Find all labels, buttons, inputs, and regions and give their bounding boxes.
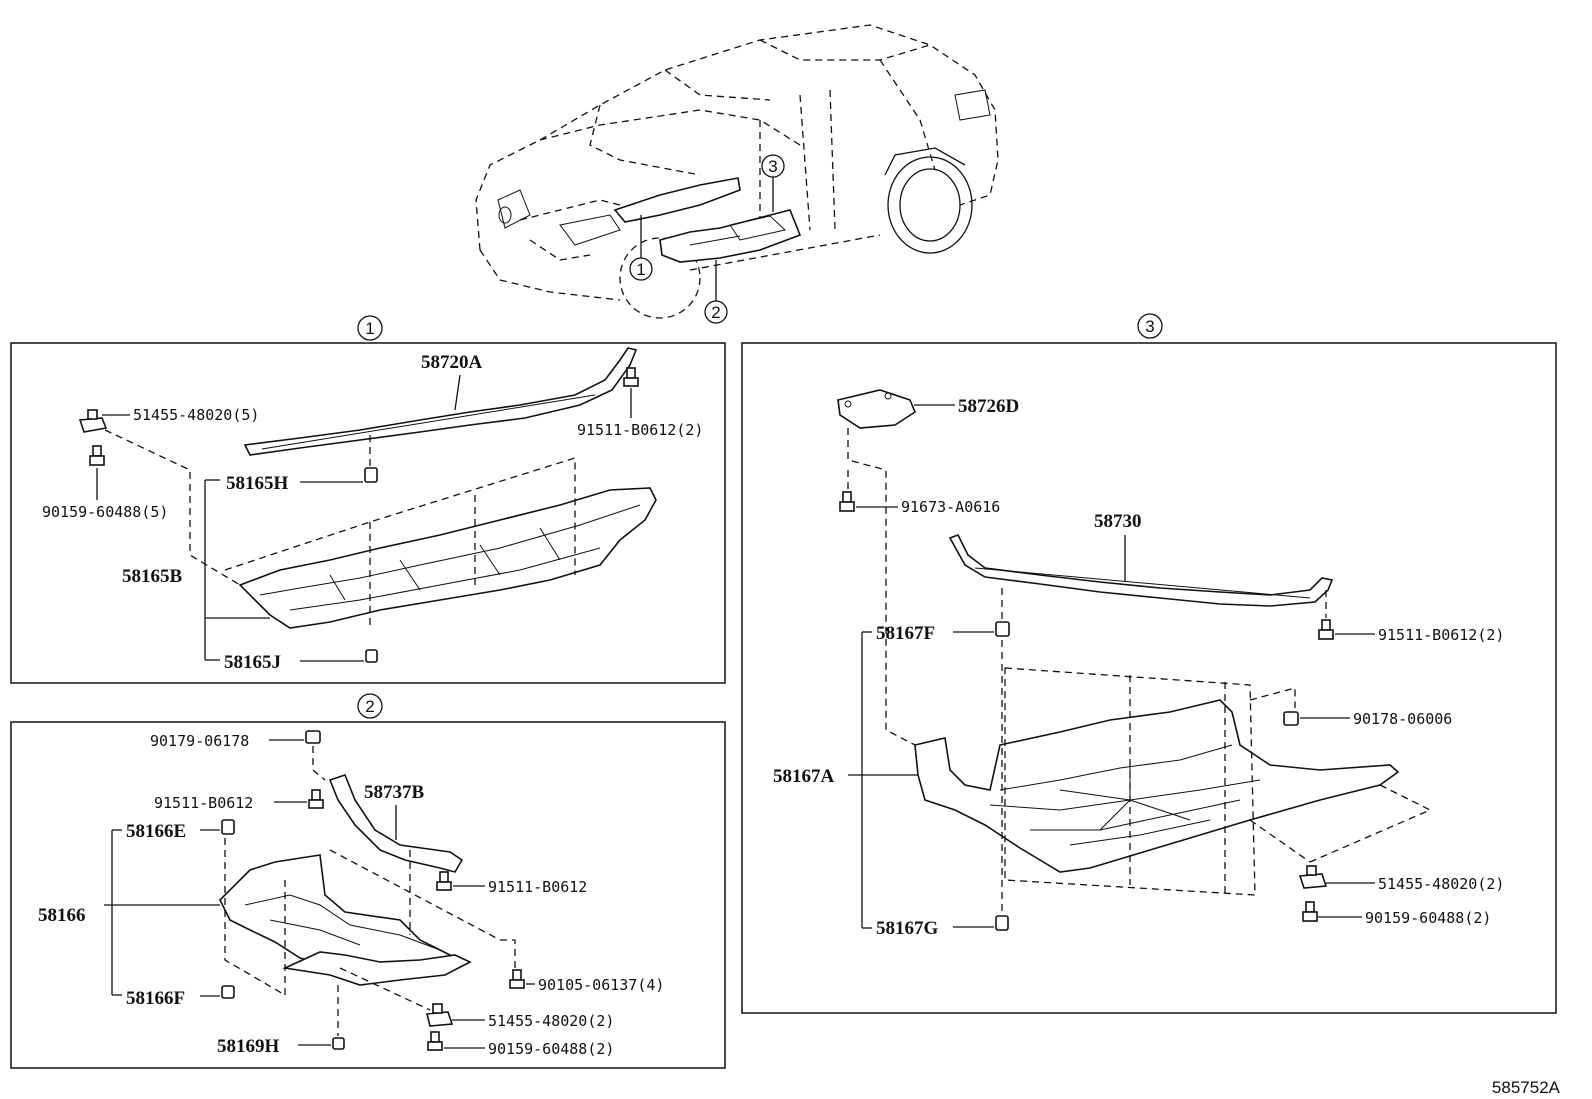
- panel-2-marker-label: 2: [365, 697, 374, 716]
- label-58730: 58730: [1094, 511, 1142, 532]
- bolt-91511-B0612-p3: [1318, 619, 1334, 640]
- label-51455-48020-2-p3: 51455-48020(2): [1378, 875, 1504, 893]
- nut-90179-06178: [305, 730, 321, 744]
- overview-callout-3: 3: [761, 154, 785, 212]
- grommet-58165J: [365, 649, 378, 663]
- clip-58166F: [221, 985, 235, 999]
- grommet-58167G: [995, 915, 1009, 931]
- bracket-58726D: [837, 389, 916, 429]
- bolt-90159-60488-p3: [1302, 901, 1318, 922]
- label-90105-06137-4: 90105-06137(4): [538, 976, 664, 994]
- label-51455-48020-2-p2: 51455-48020(2): [488, 1012, 614, 1030]
- diagram-code: 585752A: [1492, 1078, 1561, 1097]
- label-90178-06006: 90178-06006: [1353, 710, 1452, 728]
- label-91511-B0612-2-p3: 91511-B0612(2): [1378, 626, 1504, 644]
- bolt-90159-60488-p2: [427, 1031, 443, 1051]
- label-90179-06178: 90179-06178: [150, 732, 249, 750]
- svg-text:1: 1: [636, 260, 645, 279]
- label-58167A: 58167A: [773, 766, 835, 787]
- grommet-58165H: [364, 467, 378, 483]
- label-91511-B0612-2: 91511-B0612(2): [577, 421, 703, 439]
- label-51455-48020-5: 51455-48020(5): [133, 406, 259, 424]
- overview-callout-2: 2: [704, 260, 728, 324]
- clip-58169H: [332, 1037, 345, 1050]
- bolt-90105-06137: [509, 969, 525, 989]
- bolt-91511-B0612-b: [436, 871, 452, 891]
- label-58167F: 58167F: [876, 623, 935, 644]
- nut-90178-06006: [1283, 711, 1299, 726]
- bolt-91511-B0612: [623, 367, 639, 387]
- panel-1-marker: [357, 315, 383, 341]
- panel-2-marker: [357, 693, 383, 719]
- panel-2: 2 90179-06178 91511-B0612 58737B 58166E: [10, 693, 726, 1069]
- cover-58165B: [238, 487, 657, 629]
- label-58166F: 58166F: [126, 988, 185, 1009]
- bolt-91673-A0616: [839, 491, 855, 512]
- label-58166: 58166: [38, 905, 86, 926]
- label-90159-60488-5: 90159-60488(5): [42, 503, 168, 521]
- panel-1: 1 58720A 91511-B0612(2) 51455-48020(5) 9…: [10, 315, 726, 684]
- label-90159-60488-2-p3: 90159-60488(2): [1365, 909, 1491, 927]
- clip-51455-48020-p3: [1298, 865, 1328, 889]
- label-91673-A0616: 91673-A0616: [901, 498, 1000, 516]
- clip-51455-48020-p2: [425, 1003, 454, 1027]
- panel-3-marker: [1137, 313, 1163, 339]
- svg-text:3: 3: [768, 157, 777, 176]
- label-91511-B0612-a: 91511-B0612: [154, 794, 253, 812]
- grommet-58167F: [995, 621, 1010, 637]
- svg-text:2: 2: [711, 303, 720, 322]
- label-90159-60488-2-p2: 90159-60488(2): [488, 1040, 614, 1058]
- label-91511-B0612-b: 91511-B0612: [488, 878, 587, 896]
- panel-1-marker-label: 1: [365, 319, 374, 338]
- label-58720A: 58720A: [421, 352, 483, 373]
- car-overview-illustration: [475, 24, 999, 319]
- label-58737B: 58737B: [364, 782, 425, 803]
- panel-3-frame: [741, 342, 1557, 1014]
- plate-58169H: [282, 951, 472, 986]
- label-58726D: 58726D: [958, 396, 1019, 417]
- panel-1-frame: [10, 342, 726, 684]
- panel-2-frame: [10, 721, 726, 1069]
- label-58165H: 58165H: [226, 473, 289, 494]
- clip-58166E: [221, 819, 235, 835]
- panel-3: 3 58726D 91673-A0616 58730 91511-B0612(2…: [741, 313, 1557, 1014]
- label-58165B: 58165B: [122, 566, 183, 587]
- label-58166E: 58166E: [126, 821, 186, 842]
- bolt-90159-60488: [89, 445, 105, 466]
- label-58167G: 58167G: [876, 918, 939, 939]
- overview-callout-1: 1: [629, 215, 653, 281]
- panel-3-marker-label: 3: [1145, 317, 1154, 336]
- brace-58737B: [328, 774, 464, 873]
- label-58169H: 58169H: [217, 1036, 280, 1057]
- bolt-91511-B0612-a: [308, 789, 324, 809]
- label-58165J: 58165J: [224, 652, 281, 673]
- cover-58167A: [914, 699, 1400, 873]
- clip-51455-48020: [78, 409, 108, 433]
